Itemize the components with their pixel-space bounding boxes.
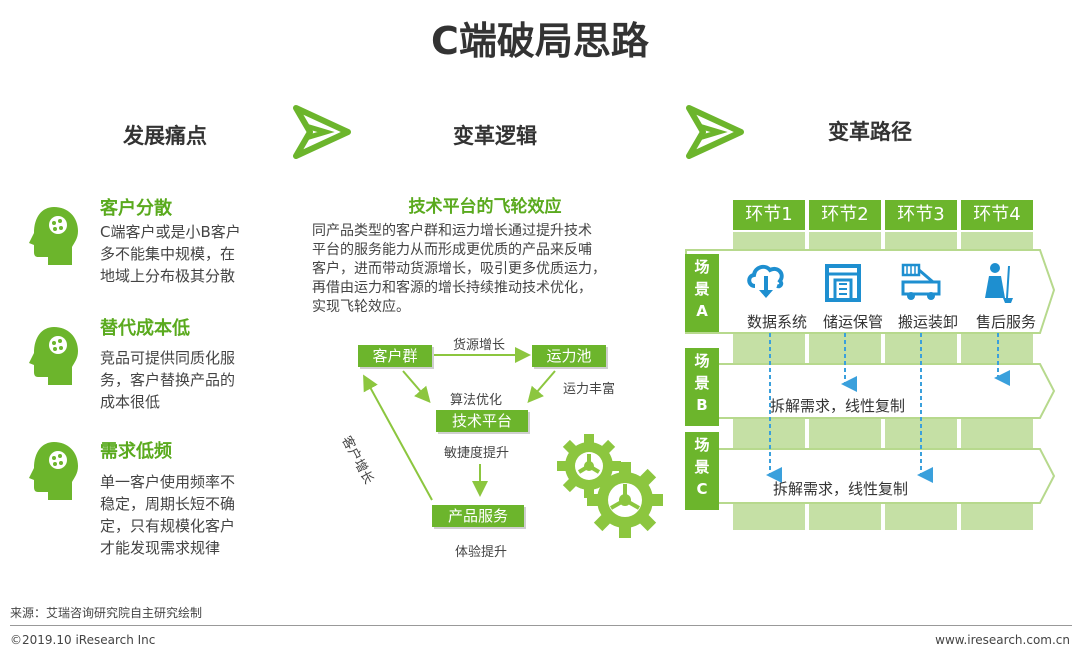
pain-desc-line: 才能发现需求规律 bbox=[100, 539, 221, 557]
page-title: C端破局思路 bbox=[431, 19, 649, 63]
service-label: 储运保管 bbox=[822, 313, 883, 331]
logic-desc-line: 实现飞轮效应。 bbox=[312, 299, 410, 315]
edge-label: 货源增长 bbox=[453, 338, 506, 353]
edge-label: 算法优化 bbox=[450, 393, 503, 408]
node-capacity: 运力池 bbox=[532, 345, 606, 367]
logic-desc-line: 同产品类型的客户群和运力增长通过提升技术 bbox=[312, 223, 592, 239]
service-label: 售后服务 bbox=[975, 313, 1036, 331]
pain-title: 替代成本低 bbox=[100, 318, 190, 339]
service-label: 数据系统 bbox=[746, 313, 807, 331]
copyright: ©2019.10 iResearch Inc bbox=[10, 633, 156, 647]
brain-head-icon bbox=[29, 327, 78, 385]
scene-label-char: B bbox=[696, 396, 708, 414]
scene-label-c: 场 景 C bbox=[685, 432, 719, 510]
pain-desc-line: 成本很低 bbox=[100, 393, 161, 411]
scene-label-char: 景 bbox=[694, 374, 710, 392]
pain-desc-line: 务，客户替换产品的 bbox=[100, 371, 236, 389]
logic-desc-line: 再借由运力和客源的增长持续推动技术优化， bbox=[312, 280, 592, 296]
service-label: 搬运装卸 bbox=[897, 313, 958, 331]
pain-desc-line: 地域上分布极其分散 bbox=[100, 267, 236, 285]
pain-desc: 单一客户使用频率不 稳定，周期长短不确 定，只有规模化客户 才能发现需求规律 bbox=[100, 471, 270, 559]
chevron-right-icon bbox=[293, 105, 351, 159]
gears-icon bbox=[557, 434, 663, 538]
pain-desc-line: 多不能集中规模，在 bbox=[100, 245, 236, 263]
pain-desc-line: 竞品可提供同质化服 bbox=[100, 349, 236, 367]
scene-label-char: A bbox=[696, 302, 708, 320]
warehouse-icon bbox=[825, 264, 861, 302]
column-heading-pain: 发展痛点 bbox=[123, 124, 207, 148]
footer-divider bbox=[10, 625, 1072, 626]
scene-label-a: 场 景 A bbox=[685, 254, 719, 332]
scene-label-b: 场 景 B bbox=[685, 348, 719, 426]
scene-label-char: 场 bbox=[694, 352, 710, 370]
scene-label-char: C bbox=[696, 480, 708, 498]
pain-desc-line: 稳定，周期长短不确 bbox=[100, 495, 236, 513]
scene-c-text: 拆解需求，线性复制 bbox=[773, 480, 909, 498]
pain-desc-line: 单一客户使用频率不 bbox=[100, 473, 236, 491]
scene-label-char: 场 bbox=[694, 436, 710, 454]
brain-head-icon bbox=[29, 442, 78, 500]
pain-title: 客户分散 bbox=[100, 198, 172, 219]
edge-arrow bbox=[527, 370, 556, 404]
scene-label-char: 景 bbox=[694, 458, 710, 476]
pain-desc: 竞品可提供同质化服 务，客户替换产品的 成本很低 bbox=[100, 347, 270, 413]
step-header-2: 环节2 bbox=[809, 200, 881, 230]
chevron-right-icon bbox=[686, 105, 744, 159]
logic-title: 技术平台的飞轮效应 bbox=[408, 197, 562, 217]
edge-arrow bbox=[402, 370, 431, 404]
step-header-3: 环节3 bbox=[885, 200, 957, 230]
pain-title: 需求低频 bbox=[100, 441, 172, 462]
column-heading-path: 变革路径 bbox=[828, 120, 912, 144]
node-product: 产品服务 bbox=[432, 505, 524, 527]
logic-desc: 同产品类型的客户群和运力增长通过提升技术 平台的服务能力从而形成更优质的产品来反… bbox=[312, 222, 662, 317]
scene-label-char: 景 bbox=[694, 280, 710, 298]
edge-label: 体验提升 bbox=[455, 545, 508, 560]
edge-arrow bbox=[363, 374, 433, 501]
source-note: 来源：艾瑞咨询研究院自主研究绘制 bbox=[10, 606, 203, 620]
node-platform: 技术平台 bbox=[436, 410, 528, 432]
truck-crane-icon bbox=[901, 263, 941, 300]
logic-desc-line: 客户，进而带动货源增长，吸引更多优质运力， bbox=[312, 261, 606, 277]
scene-b-text: 拆解需求，线性复制 bbox=[770, 397, 906, 415]
brain-head-icon bbox=[29, 207, 78, 265]
step-header-1: 环节1 bbox=[733, 200, 805, 230]
logic-desc-line: 平台的服务能力从而形成更优质的产品来反哺 bbox=[312, 242, 592, 258]
pain-desc: C端客户或是小B客户 多不能集中规模，在 地域上分布极其分散 bbox=[100, 221, 270, 287]
cloud-download-icon bbox=[747, 264, 784, 298]
column-heading-logic: 变革逻辑 bbox=[453, 124, 537, 148]
pain-desc-line: 定，只有规模化客户 bbox=[100, 517, 236, 535]
edge-label: 敏捷度提升 bbox=[444, 446, 510, 461]
scene-label-char: 场 bbox=[694, 258, 710, 276]
footer-url: www.iresearch.com.cn bbox=[935, 633, 1070, 647]
node-customers: 客户群 bbox=[358, 345, 432, 367]
step-header-4: 环节4 bbox=[961, 200, 1033, 230]
edge-label: 运力丰富 bbox=[563, 382, 616, 397]
cleaning-staff-icon bbox=[985, 263, 1013, 303]
pain-desc-line: C端客户或是小B客户 bbox=[100, 223, 241, 241]
